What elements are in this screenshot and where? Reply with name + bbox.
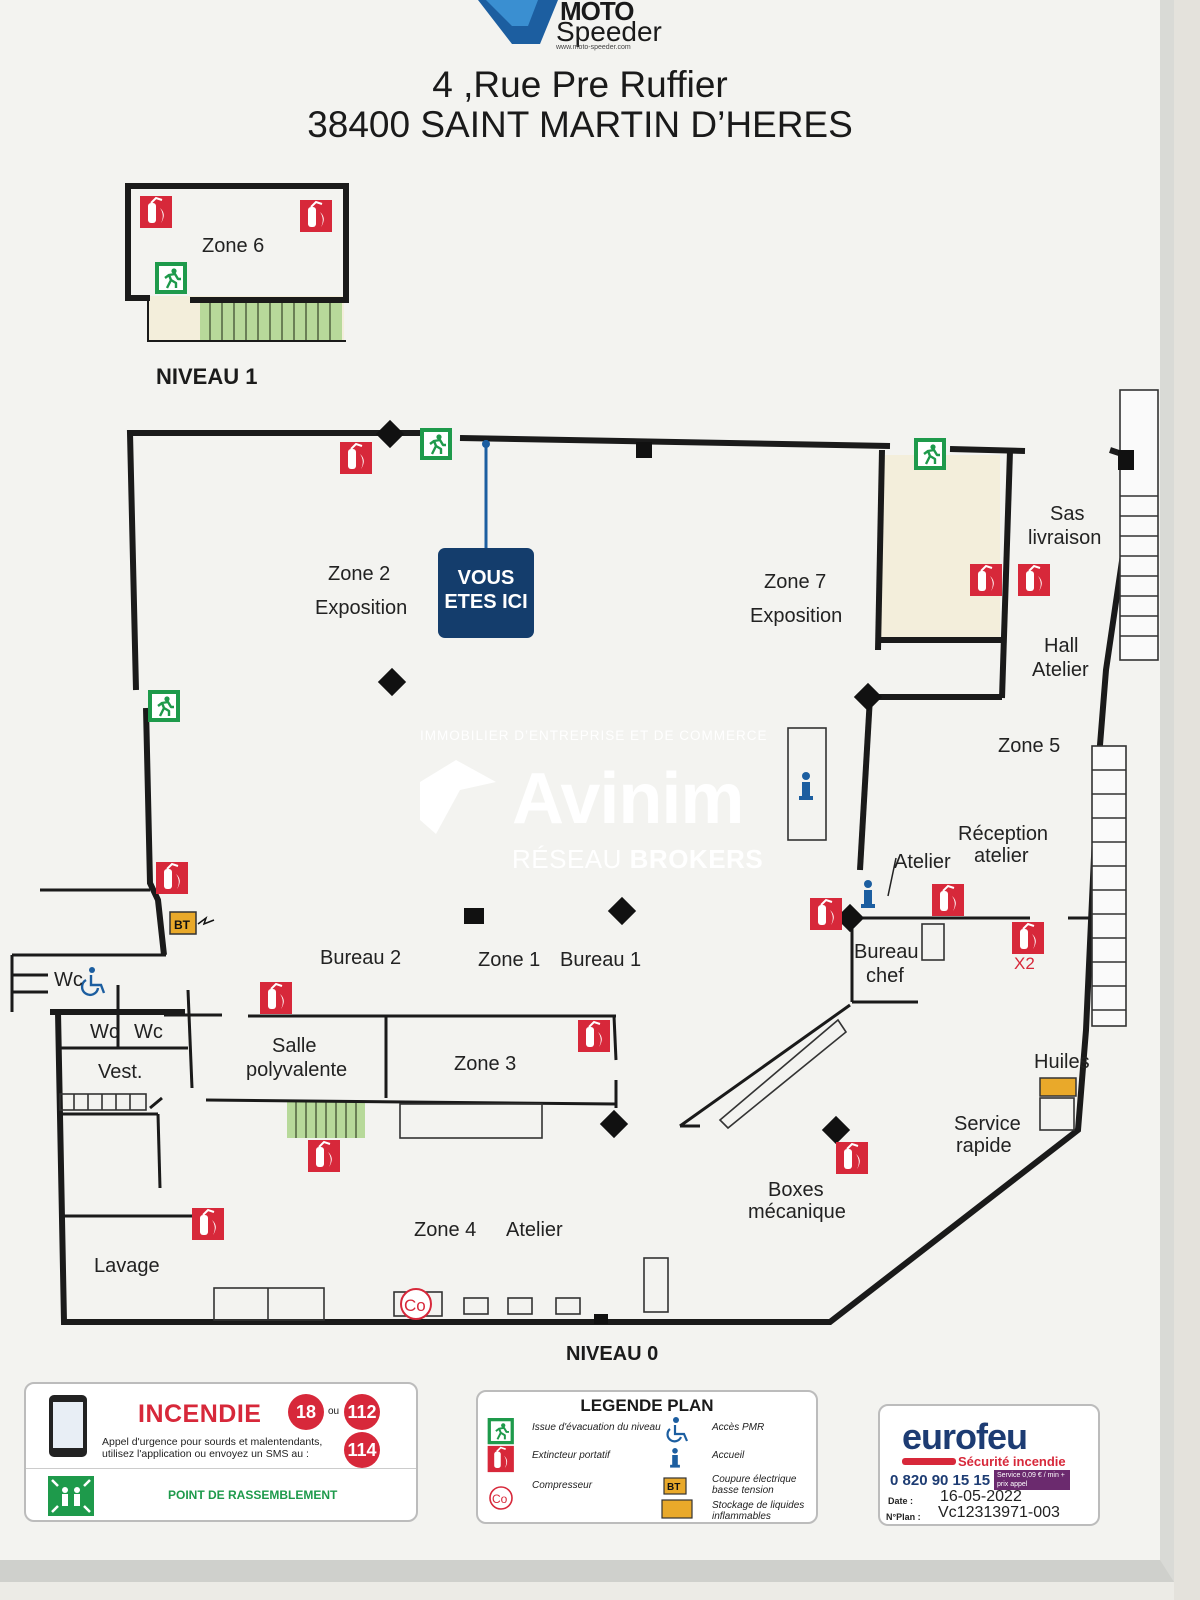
- accessibility-icon: [80, 967, 106, 997]
- floor-plan: BT Co Zone 6 Zone 2 Exposition Zone 7 Ex…: [10, 183, 1159, 1365]
- info-icon: [799, 772, 813, 800]
- legend-bt: Coupure électrique basse tension: [712, 1474, 797, 1496]
- label-rapide: rapide: [956, 1135, 1012, 1157]
- label-sas: Sas: [1050, 503, 1084, 525]
- address-line-2: 38400 SAINT MARTIN D’HERES: [307, 104, 853, 145]
- svg-text:BT: BT: [174, 918, 191, 932]
- plan-number: Vc12313971-003: [938, 1504, 1060, 1521]
- number-112: 112: [344, 1394, 380, 1430]
- label-reception-atelier: atelier: [974, 845, 1029, 867]
- label-bureau-chef: Bureau: [854, 941, 919, 963]
- number-114: 114: [344, 1432, 380, 1468]
- label-zone7: Zone 7: [764, 571, 826, 593]
- label-salle: Salle: [272, 1035, 316, 1057]
- label-zone6: Zone 6: [202, 235, 264, 257]
- plan-board: [0, 0, 1174, 1582]
- label-bureau1: Bureau 1: [560, 949, 641, 971]
- inner-walls: [10, 440, 1090, 1218]
- svg-text:BT: BT: [667, 1482, 680, 1493]
- sms-instructions: Appel d'urgence pour sourds et malentend…: [102, 1436, 323, 1460]
- you-are-here-line1: VOUS: [457, 567, 515, 589]
- brand-url: www.moto-speeder.com: [556, 44, 631, 51]
- phone-icon: [49, 1395, 87, 1457]
- eurofeu-phone: 0 820 90 15 15: [890, 1472, 991, 1489]
- oil-storage: [1039, 1077, 1077, 1097]
- legend-panel: LEGENDE PLAN Co Issue d'évacuation du ni…: [476, 1390, 818, 1524]
- watermark-name: Avinim: [512, 759, 744, 839]
- legend-storage: Stockage de liquides inflammables: [712, 1500, 805, 1522]
- eurofeu-panel: eurofeu Sécurité incendie 0 820 90 15 15…: [878, 1404, 1100, 1526]
- incendie-title: INCENDIE: [138, 1400, 262, 1428]
- label-wc-2: Wc: [90, 1021, 119, 1043]
- legend-compressor: Compresseur: [532, 1480, 593, 1491]
- label-atelier-small: Atelier: [894, 851, 951, 873]
- label-wc-1: Wc: [54, 969, 83, 991]
- label-zone2: Zone 2: [328, 563, 390, 585]
- label-atelier4: Atelier: [506, 1219, 563, 1241]
- eurofeu-brand: eurofeu: [902, 1416, 1028, 1457]
- board-frame: [1174, 0, 1200, 1600]
- label-service: Service: [954, 1113, 1021, 1135]
- label-wc-3: Wc: [134, 1021, 163, 1043]
- label-zone3: Zone 3: [454, 1053, 516, 1075]
- eurofeu-tagline: Sécurité incendie: [958, 1454, 1066, 1469]
- brand-moto: MOTO: [560, 0, 635, 26]
- level1-block: [125, 183, 349, 342]
- watermark-network: RÉSEAU BROKERS: [512, 844, 764, 874]
- label-hall-atelier: Atelier: [1032, 659, 1089, 681]
- eurofeu-stripe: [902, 1458, 956, 1465]
- legend-accueil: Accueil: [712, 1450, 745, 1461]
- label-lavage: Lavage: [94, 1255, 160, 1277]
- logo-mark-icon: [478, 0, 558, 44]
- legend-title: LEGENDE PLAN: [580, 1396, 714, 1415]
- svg-text:Co: Co: [404, 1296, 426, 1315]
- you-are-here-line2: ETES ICI: [444, 591, 528, 613]
- avinim-watermark: IMMOBILIER D’ENTREPRISE ET DE COMMERCE A…: [420, 728, 780, 878]
- legend-exit: Issue d'évacuation du niveau: [532, 1422, 661, 1433]
- svg-text:Co: Co: [492, 1492, 508, 1506]
- label-huiles: Huiles: [1034, 1051, 1090, 1073]
- plan-label: N°Plan :: [886, 1512, 921, 1522]
- eurofeu-service-note: Service 0,09 € / min + prix appel: [994, 1470, 1070, 1490]
- compressor-icon: Co: [400, 1288, 432, 1320]
- label-reception: Réception: [958, 823, 1048, 845]
- label-x2: X2: [1014, 954, 1035, 973]
- info-icon: [861, 880, 875, 908]
- address-line-1: 4 ,Rue Pre Ruffier: [432, 64, 728, 105]
- legend-pmr: Accès PMR: [712, 1422, 765, 1433]
- you-are-here-marker: VOUS ETES ICI: [438, 548, 534, 638]
- label-hall: Hall: [1044, 635, 1078, 657]
- date-value: 16-05-2022: [940, 1488, 1022, 1505]
- fixtures: [213, 727, 1075, 1321]
- label-polyvalente: polyvalente: [246, 1059, 347, 1081]
- beige-area: [880, 455, 1000, 640]
- label-mecanique: mécanique: [748, 1201, 846, 1223]
- legend-extinguisher: Extincteur portatif: [532, 1450, 610, 1461]
- label-livraison: livraison: [1028, 527, 1101, 549]
- external-stairs: [59, 389, 1159, 1111]
- or-text: ou: [328, 1406, 340, 1417]
- label-zone2-sub: Exposition: [315, 597, 407, 619]
- label-vest: Vest.: [98, 1061, 142, 1083]
- level0-title: NIVEAU 0: [566, 1343, 658, 1365]
- label-zone7-sub: Exposition: [750, 605, 842, 627]
- assembly-point-icon: [48, 1476, 94, 1516]
- label-bureau2: Bureau 2: [320, 947, 401, 969]
- label-boxes: Boxes: [768, 1179, 824, 1201]
- exit-sign-icon: [146, 426, 948, 724]
- watermark-tagline: IMMOBILIER D’ENTREPRISE ET DE COMMERCE: [420, 728, 768, 743]
- number-18: 18: [288, 1394, 324, 1430]
- label-zone5: Zone 5: [998, 735, 1060, 757]
- incendie-panel: INCENDIE 18 ou 112 Appel d'urgence pour …: [24, 1382, 418, 1522]
- level1-title: NIVEAU 1: [156, 364, 257, 389]
- label-zone4: Zone 4: [414, 1219, 476, 1241]
- label-zone1: Zone 1: [478, 949, 540, 971]
- brand-speeder: Speeder: [556, 16, 662, 47]
- avinim-logo-icon: [420, 760, 496, 834]
- label-bureau-chef-2: chef: [866, 965, 904, 987]
- assembly-point-label: POINT DE RASSEMBLEMENT: [168, 1488, 338, 1502]
- date-label: Date :: [888, 1496, 914, 1506]
- bt-icon: BT: [169, 911, 215, 935]
